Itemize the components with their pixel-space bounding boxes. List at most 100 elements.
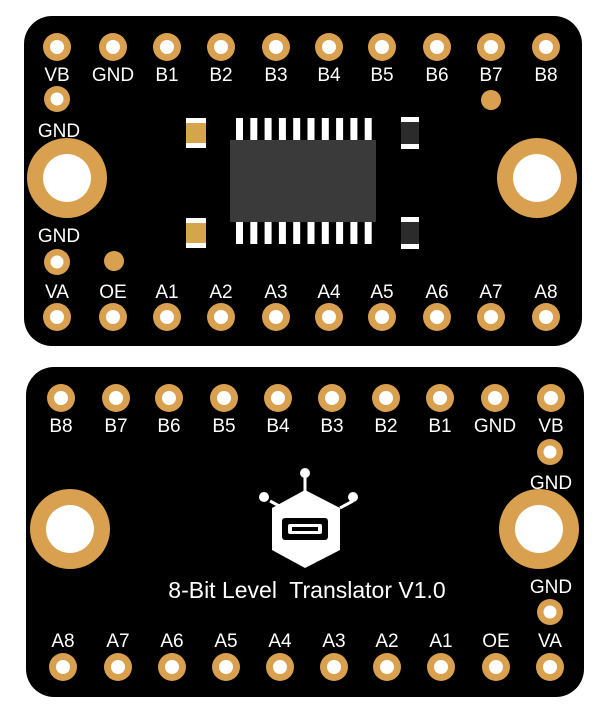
back-top-pad-b2-hole [379, 391, 393, 405]
front-top-pad-b7-hole [484, 40, 498, 54]
back-bottom-pad-a4-hole [273, 660, 287, 674]
back-bottom-pad-a8-hole [56, 660, 70, 674]
front-top-pad-row [43, 33, 560, 61]
front-left-upper-gnd-label: GND [38, 121, 80, 142]
chip-pin [350, 220, 358, 244]
chip-pin [293, 220, 301, 244]
back-bottom-pad-a1-hole [434, 660, 448, 674]
front-bottom-pad-a2-hole [214, 310, 228, 324]
front-bottom-pad-a4-hole [322, 310, 336, 324]
front-bottom-pad-a5-hole [375, 310, 389, 324]
front-top-pad-b1-hole [160, 40, 174, 54]
back-top-pad-row [47, 384, 565, 412]
front-bottom-label-a1: A1 [155, 282, 178, 303]
front-top-label-b5: B5 [370, 65, 393, 86]
back-top-label-vb: VB [538, 416, 563, 437]
chip-pin [307, 118, 315, 142]
back-top-pad-b6-hole [162, 391, 176, 405]
back-bottom-pad-row [49, 653, 564, 681]
chip-pin [350, 118, 358, 142]
front-bottom-pad-a6-hole [430, 310, 444, 324]
front-left-lower-gnd-label: GND [38, 226, 80, 247]
front-top-label-b6: B6 [425, 65, 448, 86]
back-bottom-pad-a6-hole [165, 660, 179, 674]
chip-pin [264, 118, 272, 142]
front-top-label-b2: B2 [209, 65, 232, 86]
back-bottom-pad-a5-hole [219, 660, 233, 674]
back-right-upper-gnd-label: GND [530, 473, 572, 494]
chip-pin [364, 118, 372, 142]
front-top-label-b8: B8 [534, 65, 557, 86]
robot-logo-icon [259, 468, 358, 568]
back-top-pad-b3-hole [325, 391, 339, 405]
back-left-mounting-hole [46, 505, 94, 553]
chip-pin [364, 220, 372, 244]
back-top-label-b8: B8 [49, 416, 72, 437]
front-top-pad-vb-hole [50, 40, 64, 54]
back-bottom-label-a8: A8 [51, 631, 74, 652]
back-top-pad-b4-hole [271, 391, 285, 405]
chip-pin [321, 118, 329, 142]
board-title: 8-Bit Level Translator V1.0 [168, 577, 445, 603]
back-bottom-label-a3: A3 [322, 631, 345, 652]
front-bottom-label-a8: A8 [534, 282, 557, 303]
front-bottom-label-a5: A5 [370, 282, 393, 303]
front-top-pad-b2-hole [214, 40, 228, 54]
front-bottom-pad-a3-hole [269, 310, 283, 324]
front-top-label-gnd: GND [92, 65, 134, 86]
front-capacitor-bottom [186, 218, 206, 248]
chip-pin [236, 118, 243, 142]
front-top-label-b3: B3 [264, 65, 287, 86]
chip-pin [278, 118, 286, 142]
front-bottom-pad-a1-hole [160, 310, 174, 324]
front-left-gnd-hole [50, 92, 64, 106]
chip-pin [250, 118, 258, 142]
front-bottom-label-va: VA [45, 282, 69, 303]
back-bottom-label-a5: A5 [214, 631, 237, 652]
front-top-pad-gnd-hole [106, 40, 120, 54]
chip-pin [264, 220, 272, 244]
front-bottom-pad-a8-hole [539, 310, 553, 324]
chip-pin [250, 220, 258, 244]
back-bottom-label-va: VA [538, 631, 562, 652]
back-bottom-pad-a2-hole [380, 660, 394, 674]
back-bottom-label-a1: A1 [429, 631, 452, 652]
soic-chip-icon [230, 118, 376, 244]
front-left-lower-gnd-hole [50, 255, 64, 269]
chip-pin [321, 220, 329, 244]
back-right-lower-gnd-hole [543, 605, 557, 619]
back-bottom-pad-a3-hole [327, 660, 341, 674]
front-bottom-label-a6: A6 [425, 282, 448, 303]
back-bottom-pad-va-hole [543, 660, 557, 674]
front-right-mounting-hole [513, 154, 561, 202]
back-top-pad-vb-hole [544, 391, 558, 405]
back-top-label-b4: B4 [266, 416, 290, 437]
front-bottom-label-a7: A7 [479, 282, 502, 303]
front-left-mounting-hole [43, 154, 91, 202]
front-bottom-label-a4: A4 [317, 282, 341, 303]
front-top-label-vb: VB [44, 65, 69, 86]
back-bottom-label-oe: OE [482, 631, 509, 652]
front-bottom-label-a3: A3 [264, 282, 287, 303]
chip-pin [336, 220, 344, 244]
back-top-label-gnd: GND [474, 416, 516, 437]
front-top-pad-b5-hole [375, 40, 389, 54]
front-top-pad-b6-hole [430, 40, 444, 54]
chip-pin [307, 220, 315, 244]
front-bottom-pad-oe-hole [106, 310, 120, 324]
chip-pin [293, 118, 301, 142]
front-top-pad-b4-hole [322, 40, 336, 54]
back-top-label-b1: B1 [428, 416, 451, 437]
back-bottom-label-a6: A6 [160, 631, 183, 652]
front-top-label-b1: B1 [155, 65, 178, 86]
back-top-pad-b5-hole [217, 391, 231, 405]
front-bottom-label-a2: A2 [209, 282, 232, 303]
front-b7-via [481, 90, 501, 110]
back-bottom-label-a4: A4 [268, 631, 292, 652]
front-capacitor-top [186, 118, 206, 148]
front-top-label-b7: B7 [479, 65, 502, 86]
